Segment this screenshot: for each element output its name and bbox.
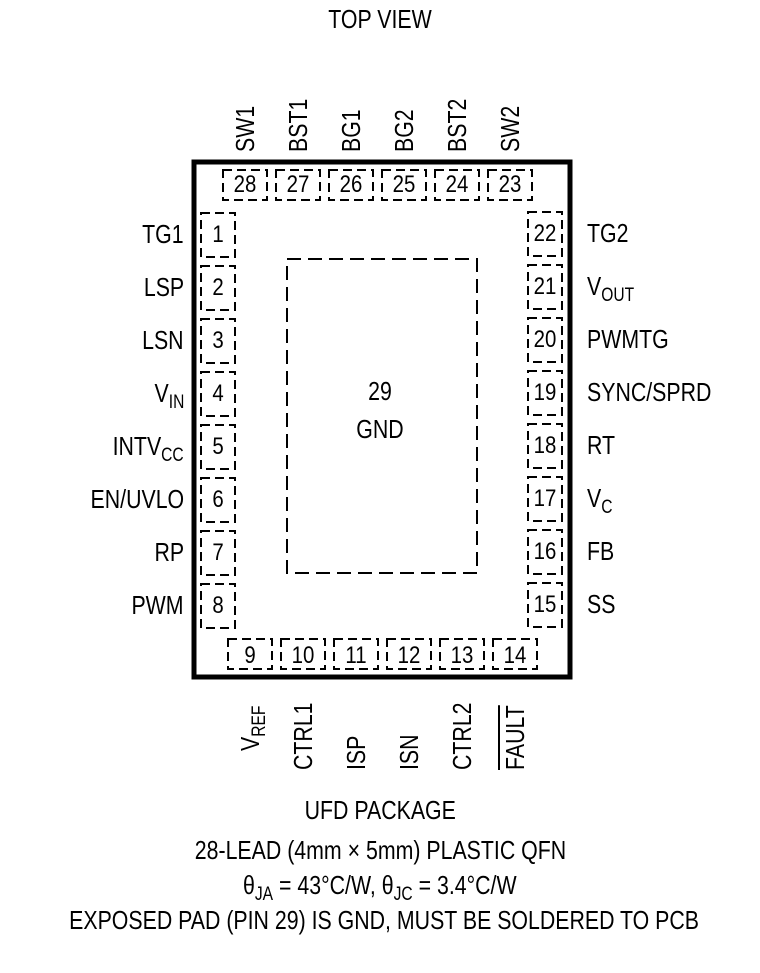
pin-label-27: BST1 xyxy=(283,98,313,152)
pin-number-2: 2 xyxy=(212,274,224,301)
pin-label-14: FAULT xyxy=(500,705,530,770)
pin-pad-14 xyxy=(492,638,538,670)
pin-number-1: 1 xyxy=(212,221,224,248)
pin-label-1: TG1 xyxy=(142,219,184,249)
pin-label-10: CTRL1 xyxy=(288,702,318,770)
pin-label-25: BG2 xyxy=(389,109,419,152)
pin-number-25: 25 xyxy=(392,171,416,198)
pin-label-2: LSP xyxy=(143,272,184,302)
pin-number-7: 7 xyxy=(212,539,224,566)
pin-pad-19 xyxy=(527,370,563,416)
pin-label-5: INTVCC xyxy=(112,431,184,466)
pin-pad-21 xyxy=(527,264,563,310)
pin-label-21: VOUT xyxy=(587,271,635,306)
pin-pad-25 xyxy=(381,169,427,201)
pin-number-12: 12 xyxy=(397,642,421,669)
pin-label-17: VC xyxy=(587,483,613,518)
pin-number-24: 24 xyxy=(445,171,469,198)
pin-label-22: TG2 xyxy=(587,218,629,248)
pin-label-24: BST2 xyxy=(442,98,472,152)
pin-pad-17 xyxy=(527,476,563,522)
pin-label-4: VIN xyxy=(154,378,184,413)
pin-pad-23 xyxy=(487,169,533,201)
pin-number-28: 28 xyxy=(233,171,257,198)
pin-pad-16 xyxy=(527,529,563,575)
pin-pad-1 xyxy=(200,212,236,258)
pin-label-9: VREF xyxy=(235,705,270,751)
pin-number-17: 17 xyxy=(533,485,557,512)
pin-number-19: 19 xyxy=(533,379,557,406)
pin-number-26: 26 xyxy=(339,171,363,198)
pin-pad-5 xyxy=(200,424,236,470)
pin-number-13: 13 xyxy=(450,642,474,669)
pin-number-21: 21 xyxy=(533,273,557,300)
pin-number-9: 9 xyxy=(244,642,256,669)
pin-pad-20 xyxy=(527,317,563,363)
pin-pad-13 xyxy=(439,638,485,670)
pin-pad-10 xyxy=(280,638,326,670)
pin-pad-27 xyxy=(275,169,321,201)
package-body xyxy=(191,159,573,680)
pin-label-28: SW1 xyxy=(230,105,260,152)
pin-pad-24 xyxy=(434,169,480,201)
pin-number-27: 27 xyxy=(286,171,310,198)
pin-pad-3 xyxy=(200,318,236,364)
pin-pad-12 xyxy=(386,638,432,670)
pin-label-3: LSN xyxy=(142,325,184,355)
caption-lead: 28-LEAD (4mm × 5mm) PLASTIC QFN xyxy=(194,835,566,865)
pin-label-8: PWM xyxy=(131,590,184,620)
pin-pad-4 xyxy=(200,371,236,417)
pin-number-5: 5 xyxy=(212,433,224,460)
pin-pad-22 xyxy=(527,211,563,257)
pin-number-14: 14 xyxy=(503,642,527,669)
pin-label-12: ISN xyxy=(394,734,424,770)
diagram-title: TOP VIEW xyxy=(328,4,432,34)
pin-pad-15 xyxy=(527,582,563,628)
pin-number-11: 11 xyxy=(345,642,367,669)
caption-package: UFD PACKAGE xyxy=(304,795,456,825)
pin-number-20: 20 xyxy=(533,326,557,353)
pin-number-18: 18 xyxy=(533,432,557,459)
caption-exposed-pad-note: EXPOSED PAD (PIN 29) IS GND, MUST BE SOL… xyxy=(69,905,700,935)
pin-pad-2 xyxy=(200,265,236,311)
exposed-pad-number: 29 xyxy=(368,376,392,406)
pin-pad-8 xyxy=(200,583,236,629)
pin-pad-18 xyxy=(527,423,563,469)
pin-label-20: PWMTG xyxy=(587,324,669,354)
caption-thermal: θJA = 43°C/W, θJC = 3.4°C/W xyxy=(243,870,517,905)
pin-pad-6 xyxy=(200,477,236,523)
pin-label-11: ISP xyxy=(341,735,371,770)
pin-pad-7 xyxy=(200,530,236,576)
exposed-pad-outline xyxy=(286,258,478,574)
pin-pad-9 xyxy=(227,638,273,670)
pin-number-10: 10 xyxy=(291,642,315,669)
pin-number-16: 16 xyxy=(533,538,557,565)
pin-number-22: 22 xyxy=(533,220,557,247)
pin-label-16: FB xyxy=(587,536,615,566)
pin-number-3: 3 xyxy=(212,327,224,354)
pin-label-26: BG1 xyxy=(336,109,366,152)
pin-label-6: EN/UVLO xyxy=(90,484,184,514)
pin-label-7: RP xyxy=(154,537,184,567)
pin-number-8: 8 xyxy=(212,592,224,619)
pin-number-6: 6 xyxy=(212,486,224,513)
pin-label-19: SYNC/SPRD xyxy=(587,377,712,407)
pin-number-15: 15 xyxy=(533,591,557,618)
pin-pad-28 xyxy=(222,169,268,201)
pin-label-13: CTRL2 xyxy=(447,702,477,770)
pin-pad-11 xyxy=(333,638,379,670)
pin-label-23: SW2 xyxy=(495,105,525,152)
pin-number-4: 4 xyxy=(212,380,224,407)
pin-number-23: 23 xyxy=(498,171,522,198)
exposed-pad-name: GND xyxy=(356,414,404,444)
pin-label-15: SS xyxy=(587,589,616,619)
pin-label-18: RT xyxy=(587,430,616,460)
pin-pad-26 xyxy=(328,169,374,201)
